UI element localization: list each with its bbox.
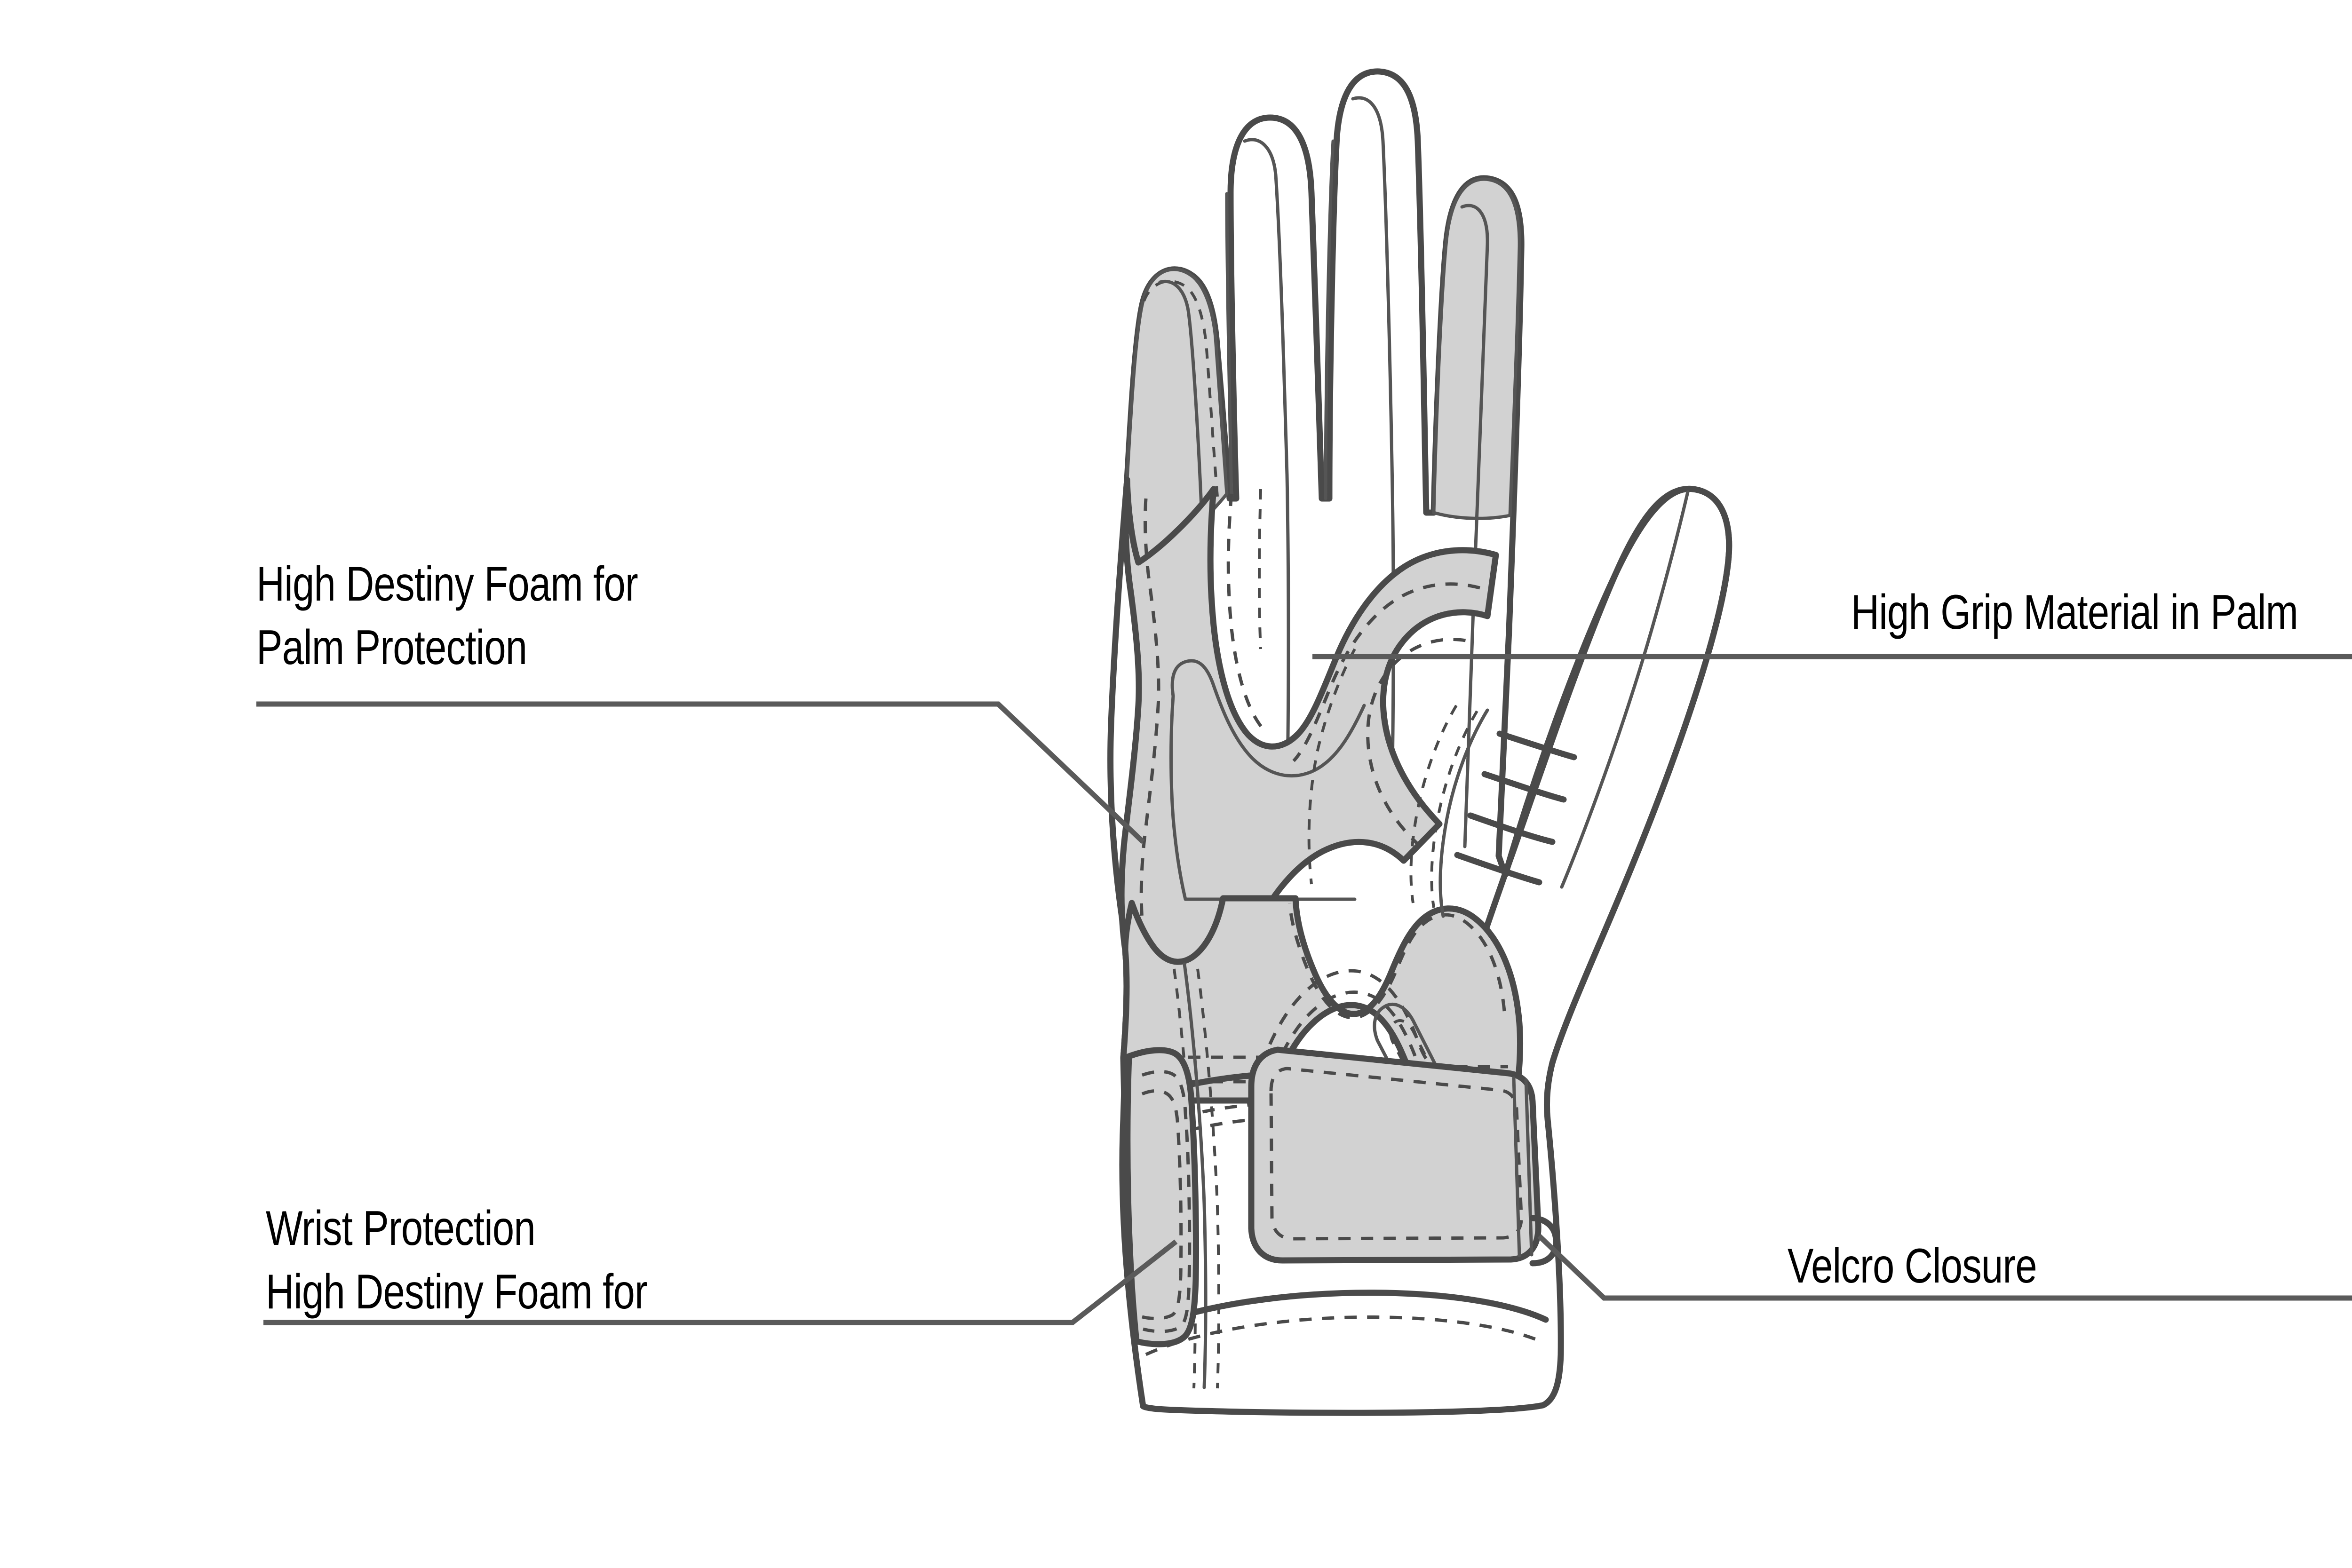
leader-palm-foam (256, 701, 1145, 844)
callout-wrist-foam-line1: Wrist Protection (266, 1201, 536, 1256)
callout-palm-foam: High Destiny Foam for Palm Protection (256, 553, 638, 680)
finger-inner-seams (1158, 96, 1489, 848)
palm-protection-pad (1118, 476, 1499, 1061)
callout-velcro-line1: Velcro Closure (1788, 1239, 2037, 1293)
pinky-finger (1432, 177, 1521, 520)
callout-palm-foam-line2: Palm Protection (256, 620, 527, 675)
callout-grip-material-line1: High Grip Material in Palm (1851, 585, 2298, 640)
callout-grip-material: High Grip Material in Palm (1851, 581, 2298, 644)
callout-wrist-foam-line2: High Destiny Foam for (266, 1265, 648, 1320)
knuckle-pad (1120, 895, 1524, 1128)
callout-velcro: Velcro Closure (1788, 1235, 2037, 1298)
callout-palm-foam-line1: High Destiny Foam for (256, 557, 638, 611)
leader-wrist-foam (263, 1239, 1178, 1325)
palm-center-seams (1258, 489, 1489, 918)
leader-velcro (1537, 1234, 2352, 1301)
velcro-strap (1248, 1046, 1559, 1267)
callout-wrist-foam: Wrist Protection High Destiny Foam for (266, 1197, 648, 1324)
wrist-protection-pad (1124, 1047, 1200, 1347)
